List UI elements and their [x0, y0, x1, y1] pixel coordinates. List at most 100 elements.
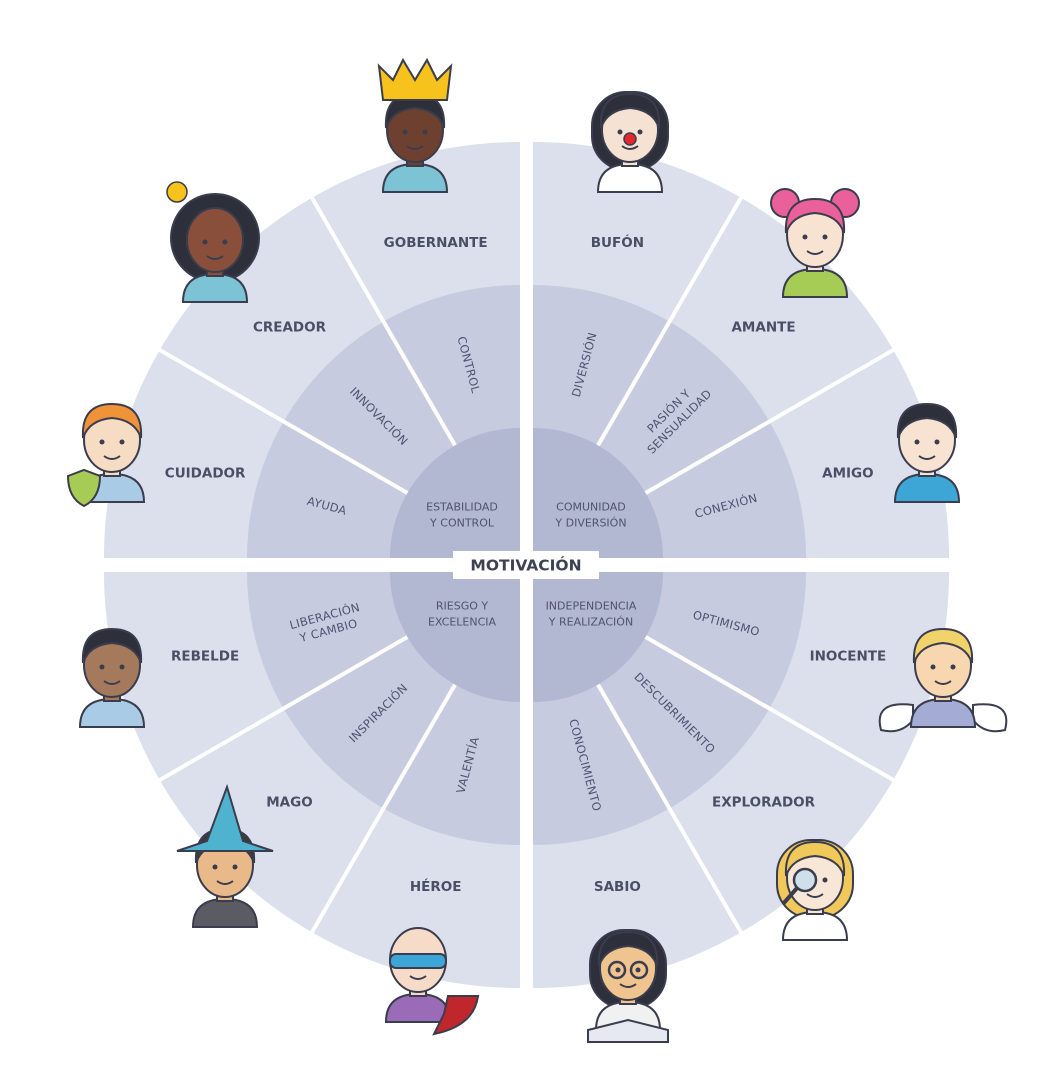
shield-icon	[66, 468, 102, 508]
wizard-hat-icon	[176, 783, 274, 852]
inner-motivation-label: RIESGO Y	[436, 599, 488, 612]
mouth-icon	[619, 983, 637, 988]
eye-icon	[99, 664, 105, 670]
eye-icon	[950, 664, 956, 670]
magnifier-handle-icon	[781, 886, 799, 906]
archetype-label: GOBERNANTE	[384, 235, 488, 251]
wing-icon	[972, 703, 1008, 733]
archetype-label: CUIDADOR	[165, 466, 246, 482]
inner-motivation-label: COMUNIDAD	[556, 501, 626, 514]
inner-ring-top-left	[390, 428, 520, 558]
avatar-2-0	[878, 627, 1008, 733]
avatars	[66, 57, 1008, 1043]
avatar-0-1	[166, 181, 260, 303]
shoulders-icon	[384, 992, 452, 1023]
hair-icon	[784, 840, 846, 877]
archetype-label: MAGO	[266, 795, 312, 811]
mouth-icon	[918, 455, 936, 460]
archetype-label: HÉROE	[410, 878, 462, 895]
archetype-label: CREADOR	[253, 319, 327, 335]
center-badge: MOTIVACIÓN	[453, 551, 599, 579]
eye-icon	[202, 239, 208, 245]
eye-icon	[930, 664, 936, 670]
inner-motivation-label: EXCELENCIA	[428, 615, 497, 628]
center-badge-bg	[453, 551, 599, 579]
avatar-1-0	[591, 91, 669, 193]
hair-icon	[81, 627, 143, 664]
eye-icon	[914, 439, 920, 445]
mouth-icon	[103, 680, 121, 685]
hair-icon	[599, 92, 661, 129]
spoke-divider	[157, 635, 409, 783]
wheel-spokes	[157, 195, 896, 935]
crown-icon	[377, 57, 453, 101]
spoke-divider	[309, 683, 457, 935]
archetype-label: AMANTE	[731, 319, 795, 335]
magnifier-icon	[792, 867, 818, 893]
avatar-2-1	[776, 839, 854, 941]
inner-ring-bottom-right	[533, 572, 663, 702]
eye-icon	[402, 129, 408, 135]
mouth-icon	[806, 250, 824, 255]
inner-motivation-label: ESTABILIDAD	[426, 501, 498, 514]
spoke-divider	[309, 195, 457, 447]
inner-ring-top-right	[533, 428, 663, 558]
inner-motivation-label: INDEPENDENCIA	[546, 599, 637, 612]
hair-icon	[896, 402, 958, 439]
eye-icon	[635, 967, 641, 973]
hair-icon	[912, 627, 974, 664]
avatar-1-2	[893, 402, 961, 503]
spoke-divider	[596, 683, 744, 935]
spoke-divider	[644, 635, 896, 783]
mouth-icon	[206, 255, 224, 260]
spoke-divider	[644, 347, 896, 495]
mouth-icon	[216, 880, 234, 885]
archetype-label: SABIO	[594, 879, 641, 895]
mouth-icon	[621, 145, 639, 150]
eye-icon	[212, 864, 218, 870]
eye-icon	[422, 129, 428, 135]
eye-icon	[99, 439, 105, 445]
mouth-icon	[409, 975, 427, 980]
archetype-label: EXPLORADOR	[712, 795, 816, 811]
shoulders-icon	[781, 910, 849, 941]
eye-icon	[615, 967, 621, 973]
mouth-icon	[934, 680, 952, 685]
clown-nose-icon	[623, 132, 637, 146]
archetype-label: REBELDE	[171, 648, 239, 664]
avatar-0-0	[66, 402, 146, 508]
avatar-0-2	[377, 57, 453, 193]
center-label: MOTIVACIÓN	[470, 556, 581, 575]
inner-motivation-label: Y REALIZACIÓN	[548, 615, 633, 628]
book-icon	[587, 1018, 669, 1043]
hair-icon	[784, 197, 846, 234]
avatar-2-2	[587, 929, 669, 1043]
eye-icon	[232, 864, 238, 870]
spoke-divider	[157, 347, 409, 495]
glasses-icon	[607, 960, 627, 980]
mouth-icon	[103, 455, 121, 460]
cape-icon	[432, 995, 480, 1036]
eye-icon	[617, 129, 623, 135]
eye-icon	[637, 129, 643, 135]
inner-motivation-label: Y DIVERSIÓN	[554, 517, 626, 530]
avatar-1-1	[770, 188, 860, 298]
lightbulb-icon	[166, 181, 188, 203]
face-icon	[186, 207, 244, 273]
eye-icon	[822, 234, 828, 240]
eye-icon	[802, 234, 808, 240]
hair-icon	[597, 930, 659, 967]
inner-motivation-label: Y CONTROL	[429, 517, 495, 530]
archetype-label: BUFÓN	[591, 233, 644, 251]
glasses-icon	[629, 960, 649, 980]
inner-ring-bottom-left	[390, 572, 520, 702]
mouth-icon	[406, 145, 424, 150]
hair-icon	[81, 402, 143, 439]
archetype-label: INOCENTE	[810, 648, 887, 664]
wheel-rings	[104, 142, 949, 988]
shoulders-icon	[191, 897, 259, 928]
eye-icon	[119, 664, 125, 670]
mouth-icon	[806, 893, 824, 898]
eye-icon	[934, 439, 940, 445]
